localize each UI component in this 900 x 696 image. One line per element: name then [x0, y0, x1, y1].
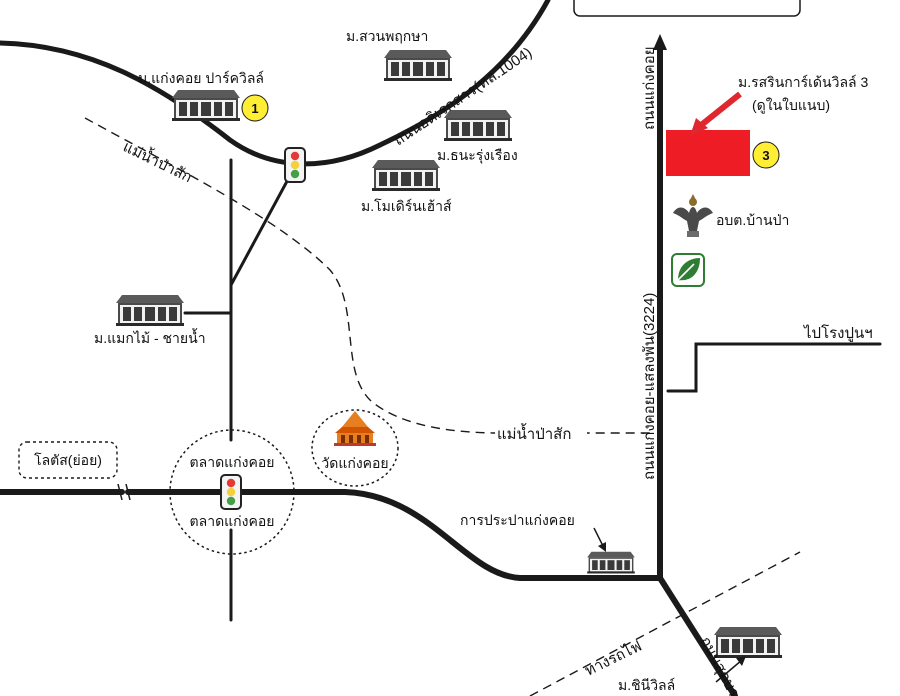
river-label-backdrop [495, 424, 587, 442]
temple-icon [334, 411, 376, 446]
badge-3-label: 3 [762, 148, 769, 163]
lotus-box [18, 441, 118, 479]
label-river-upper: แม่น้ำป่าสัก [120, 136, 196, 187]
road-to-cement-plant [666, 342, 882, 393]
chinee-pointer [715, 659, 743, 683]
label-waterworks: การประปาแก่งคอย [460, 512, 575, 528]
label-thanarungrueang: ม.ธนะรุ่งเรือง [437, 147, 518, 164]
house-icon [587, 551, 635, 574]
label-market-bottom: ตลาดแก่งคอย [190, 513, 275, 529]
waterworks-pointer-head [598, 542, 606, 552]
arrow-up-icon [653, 34, 667, 50]
river-pasak [84, 117, 652, 434]
traffic-light-icon [220, 474, 242, 510]
house-icon [116, 295, 184, 326]
label-sao-ban-pa: อบต.บ้านป่า [716, 212, 789, 228]
house-icon [444, 110, 512, 141]
label-railway: ทางรถไฟ [582, 637, 645, 680]
road-break-mark [117, 483, 131, 501]
house-icon [372, 160, 440, 191]
house-icon [384, 50, 452, 81]
label-main-vertical-north: ถนนแก่งคอย [641, 47, 658, 131]
target-property-marker [666, 130, 750, 176]
badge-3 [752, 141, 780, 169]
label-lotus: โลตัส(ย่อย) [34, 452, 102, 468]
label-suan-prueksa: ม.สวนพฤกษา [346, 28, 428, 44]
traffic-light-icon [284, 147, 306, 183]
garuda-emblem-icon [673, 194, 713, 237]
label-main-vertical: ถนนแก่งคอย-แสลงพัน(3224) [641, 293, 658, 480]
info-box-partial [573, 0, 801, 17]
railway-line [529, 551, 801, 696]
leaf-logo-icon [671, 253, 705, 287]
label-kaengkhoi-park-villa: ม.แก่งคอย ปาร์ควิลล์ [138, 70, 264, 86]
road-main-horizontal [0, 489, 663, 581]
label-wat-kaengkhoi: วัดแก่งคอย [321, 455, 388, 471]
label-river-lower: แม่น้ำป่าสัก [497, 423, 571, 443]
temple-dotted-circle [311, 409, 399, 487]
target-pointer-arrow [698, 91, 742, 129]
label-rossarin-garden-villa: ม.รสรินการ์เด้นวิลล์ 3 [738, 74, 868, 90]
badge-1 [241, 94, 269, 122]
label-market-top: ตลาดแก่งคอย [190, 454, 275, 470]
label-chinee-villa: ม.ชินีวิลล์ [618, 677, 675, 693]
label-maekmai-chainam: ม.แมกไม้ - ชายน้ำ [94, 328, 206, 346]
house-icon [714, 627, 782, 658]
target-pointer-head [690, 118, 708, 136]
market-dotted-circle [169, 429, 295, 555]
label-modern-house: ม.โมเดิร์นเฮ้าส์ [361, 198, 452, 214]
badge-1-label: 1 [251, 101, 258, 116]
house-icon [172, 90, 240, 121]
label-see-attachment: (ดูในใบแนบ) [752, 97, 830, 114]
label-to-cement-plant: ไปโรงปูนฯ [803, 324, 873, 342]
chinee-pointer-head [736, 656, 746, 666]
road-diagonal-to-light [229, 170, 294, 287]
